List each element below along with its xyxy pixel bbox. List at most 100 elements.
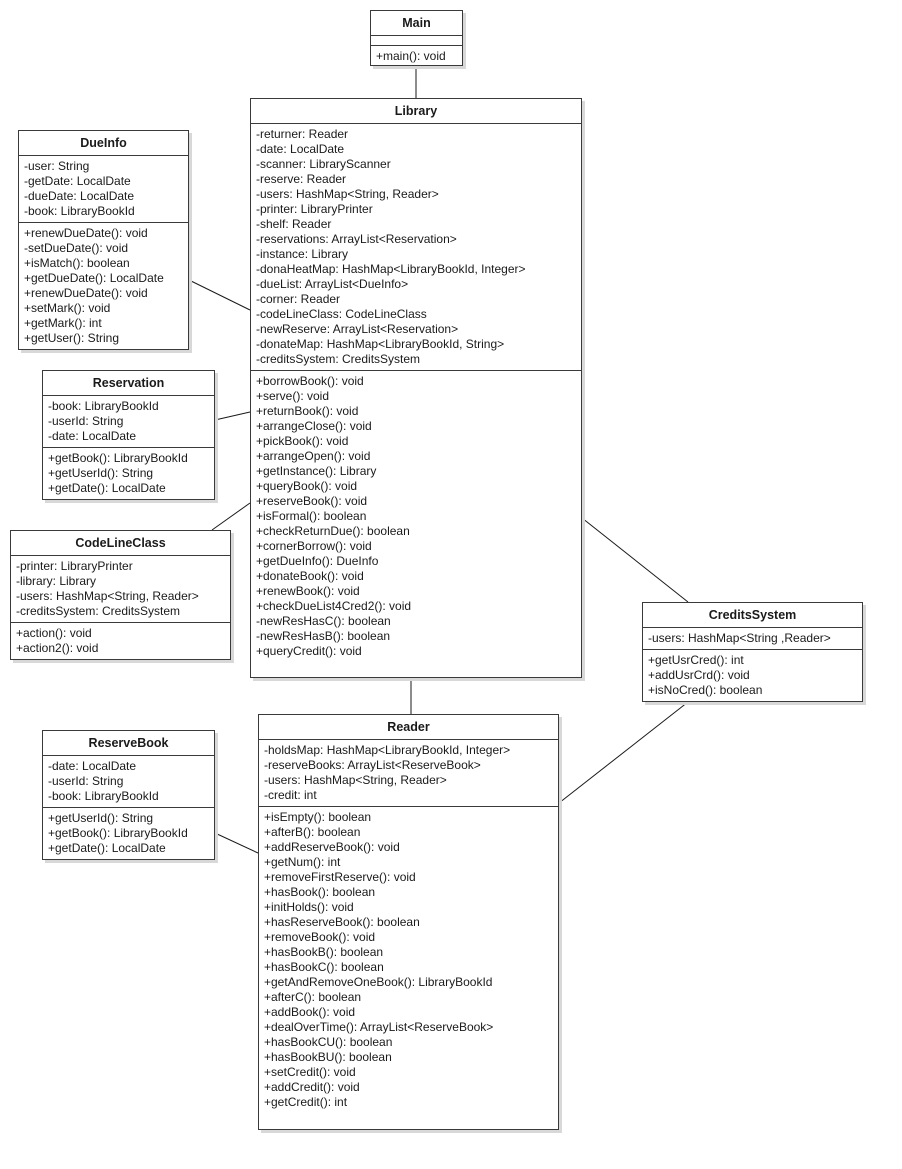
class-field: -dueList: ArrayList<DueInfo> (256, 277, 409, 291)
class-method: +removeFirstReserve(): void (264, 870, 416, 884)
class-method: +removeBook(): void (264, 930, 376, 944)
class-method: +serve(): void (256, 389, 330, 403)
class-name: Main (371, 11, 462, 36)
class-library[interactable]: Library -returner: Reader-date: LocalDat… (250, 98, 582, 678)
class-fields: -date: LocalDate-userId: String-book: Li… (43, 756, 214, 807)
class-method: +getMark(): int (24, 316, 102, 330)
class-method: +getAndRemoveOneBook(): LibraryBookId (264, 975, 493, 989)
class-field: -shelf: Reader (256, 217, 332, 231)
class-fields: -book: LibraryBookId-userId: String-date… (43, 396, 214, 447)
class-methods: +isEmpty(): boolean+afterB(): boolean+ad… (259, 806, 558, 1113)
class-field: -instance: Library (256, 247, 349, 261)
class-fields: -users: HashMap<String ,Reader> (643, 628, 862, 649)
class-fields: -user: String-getDate: LocalDate-dueDate… (19, 156, 188, 222)
class-method: +getInstance(): Library (256, 464, 377, 478)
class-reservebook[interactable]: ReserveBook -date: LocalDate-userId: Str… (42, 730, 215, 860)
class-codelineclass[interactable]: CodeLineClass -printer: LibraryPrinter-l… (10, 530, 231, 660)
class-method: +pickBook(): void (256, 434, 349, 448)
class-method: +getUser(): String (24, 331, 120, 345)
class-field: -donateMap: HashMap<LibraryBookId, Strin… (256, 337, 505, 351)
class-method: +hasBookB(): boolean (264, 945, 384, 959)
class-method: +initHolds(): void (264, 900, 354, 914)
line-dueinfo-library (188, 279, 251, 311)
class-creditssystem[interactable]: CreditsSystem -users: HashMap<String ,Re… (642, 602, 863, 702)
class-method: +checkReturnDue(): boolean (256, 524, 410, 538)
class-method: +hasBookCU(): boolean (264, 1035, 393, 1049)
class-field: -reserveBooks: ArrayList<ReserveBook> (264, 758, 481, 772)
class-method: +isNoCred(): boolean (648, 683, 763, 697)
class-method: +addReserveBook(): void (264, 840, 400, 854)
class-methods: +getUsrCred(): int+addUsrCrd(): void+isN… (643, 649, 862, 701)
class-method: +getCredit(): int (264, 1095, 348, 1109)
class-field: -users: HashMap<String, Reader> (264, 773, 447, 787)
class-field: -codeLineClass: CodeLineClass (256, 307, 427, 321)
class-method: +arrangeClose(): void (256, 419, 372, 433)
class-method: +setCredit(): void (264, 1065, 356, 1079)
class-main[interactable]: Main +main(): void (370, 10, 463, 66)
class-method: +isMatch(): boolean (24, 256, 130, 270)
class-method: +addUsrCrd(): void (648, 668, 750, 682)
class-field: -getDate: LocalDate (24, 174, 131, 188)
class-method: +action(): void (16, 626, 92, 640)
class-field: -date: LocalDate (48, 759, 137, 773)
class-field: -date: LocalDate (48, 429, 137, 443)
class-methods: +getUserId(): String+getBook(): LibraryB… (43, 807, 214, 859)
class-name: DueInfo (19, 131, 188, 156)
class-method: +hasBookBU(): boolean (264, 1050, 392, 1064)
class-methods: +action(): void+action2(): void (11, 622, 230, 659)
class-field: -book: LibraryBookId (48, 789, 159, 803)
class-method: -newResHasC(): boolean (256, 614, 391, 628)
class-method: +addCredit(): void (264, 1080, 360, 1094)
class-method: +returnBook(): void (256, 404, 359, 418)
class-name: Library (251, 99, 581, 124)
class-fields: -holdsMap: HashMap<LibraryBookId, Intege… (259, 740, 558, 806)
class-method: +renewDueDate(): void (24, 286, 148, 300)
class-method: +afterB(): boolean (264, 825, 361, 839)
class-method: +hasBook(): boolean (264, 885, 376, 899)
class-method: +getDueDate(): LocalDate (24, 271, 164, 285)
class-method: +checkDueList4Cred2(): void (256, 599, 412, 613)
class-method: +getNum(): int (264, 855, 341, 869)
class-field: -donaHeatMap: HashMap<LibraryBookId, Int… (256, 262, 526, 276)
class-field: -corner: Reader (256, 292, 341, 306)
class-methods: +borrowBook(): void+serve(): void+return… (251, 370, 581, 662)
class-field: -credit: int (264, 788, 317, 802)
class-method: +hasReserveBook(): boolean (264, 915, 420, 929)
class-method: +cornerBorrow(): void (256, 539, 372, 553)
class-methods: +renewDueDate(): void -setDueDate(): void… (19, 222, 188, 349)
class-method: +getDueInfo(): DueInfo (256, 554, 379, 568)
class-method: -setDueDate(): void (24, 241, 129, 255)
class-method: +action2(): void (16, 641, 99, 655)
class-field: -dueDate: LocalDate (24, 189, 135, 203)
class-field: -printer: LibraryPrinter (256, 202, 373, 216)
class-field: -users: HashMap<String ,Reader> (648, 631, 831, 645)
class-method: +arrangeOpen(): void (256, 449, 371, 463)
class-reader[interactable]: Reader -holdsMap: HashMap<LibraryBookId,… (258, 714, 559, 1130)
class-method: +setMark(): void (24, 301, 111, 315)
class-name: Reader (259, 715, 558, 740)
class-reservation[interactable]: Reservation -book: LibraryBookId-userId:… (42, 370, 215, 500)
class-method: +renewBook(): void (256, 584, 360, 598)
class-dueinfo[interactable]: DueInfo -user: String-getDate: LocalDate… (18, 130, 189, 350)
class-field: -userId: String (48, 774, 124, 788)
class-field: -newReserve: ArrayList<Reservation> (256, 322, 459, 336)
class-method: +getDate(): LocalDate (48, 841, 166, 855)
class-method: +getUserId(): String (48, 811, 154, 825)
class-field: -printer: LibraryPrinter (16, 559, 133, 573)
class-method: +getBook(): LibraryBookId (48, 451, 188, 465)
class-method: +addBook(): void (264, 1005, 356, 1019)
class-field: -user: String (24, 159, 90, 173)
class-method: +isFormal(): boolean (256, 509, 367, 523)
class-name: Reservation (43, 371, 214, 396)
class-field: -reservations: ArrayList<Reservation> (256, 232, 457, 246)
class-field: -book: LibraryBookId (24, 204, 135, 218)
class-method: -newResHasB(): boolean (256, 629, 391, 643)
class-method: +dealOverTime(): ArrayList<ReserveBook> (264, 1020, 494, 1034)
class-field: -creditsSystem: CreditsSystem (256, 352, 421, 366)
class-field: -reserve: Reader (256, 172, 347, 186)
class-fields: -returner: Reader-date: LocalDate-scanne… (251, 124, 581, 370)
class-field: -creditsSystem: CreditsSystem (16, 604, 181, 618)
class-fields: -printer: LibraryPrinter-library: Librar… (11, 556, 230, 622)
class-method: +getUserId(): String (48, 466, 154, 480)
